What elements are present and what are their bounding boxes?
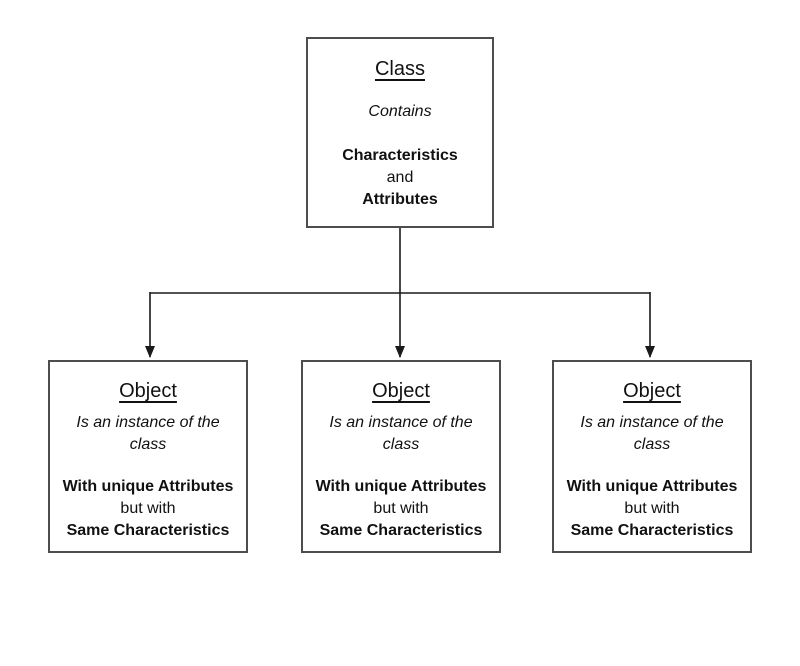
object-box-line-unique-attributes: With unique Attributes <box>315 478 487 495</box>
object-box-line-same-characteristics: Same Characteristics <box>319 522 483 539</box>
object-box-subtitle: Is an instance of the class <box>329 414 473 453</box>
class-box-title: Class <box>374 58 425 80</box>
object-box-line-but-with: but with <box>373 500 429 517</box>
object-box-title: Object <box>623 380 681 402</box>
object-box-body: With unique Attributes but with Same Cha… <box>54 476 242 542</box>
object-box-1: Object Is an instance of the class With … <box>48 360 248 553</box>
object-box-title: Object <box>119 380 177 402</box>
object-box-line-unique-attributes: With unique Attributes <box>566 478 738 495</box>
class-box-line-and: and <box>386 169 414 186</box>
object-box-body: With unique Attributes but with Same Cha… <box>307 476 495 542</box>
object-box-line-but-with: but with <box>120 500 176 517</box>
class-box-line-characteristics: Characteristics <box>342 147 458 164</box>
object-box-subtitle: Is an instance of the class <box>76 414 220 453</box>
class-box-body: Characteristics and Attributes <box>314 145 486 211</box>
object-box-line-unique-attributes: With unique Attributes <box>62 478 234 495</box>
object-box-title: Object <box>372 380 430 402</box>
class-box-line-attributes: Attributes <box>362 191 438 208</box>
object-box-3: Object Is an instance of the class With … <box>552 360 752 553</box>
class-box-subtitle: Contains <box>368 103 432 120</box>
object-box-body: With unique Attributes but with Same Cha… <box>558 476 746 542</box>
object-box-2: Object Is an instance of the class With … <box>301 360 501 553</box>
class-box: Class Contains Characteristics and Attri… <box>306 37 494 228</box>
object-box-line-same-characteristics: Same Characteristics <box>570 522 734 539</box>
object-box-subtitle: Is an instance of the class <box>580 414 724 453</box>
object-box-line-but-with: but with <box>624 500 680 517</box>
object-box-line-same-characteristics: Same Characteristics <box>66 522 230 539</box>
